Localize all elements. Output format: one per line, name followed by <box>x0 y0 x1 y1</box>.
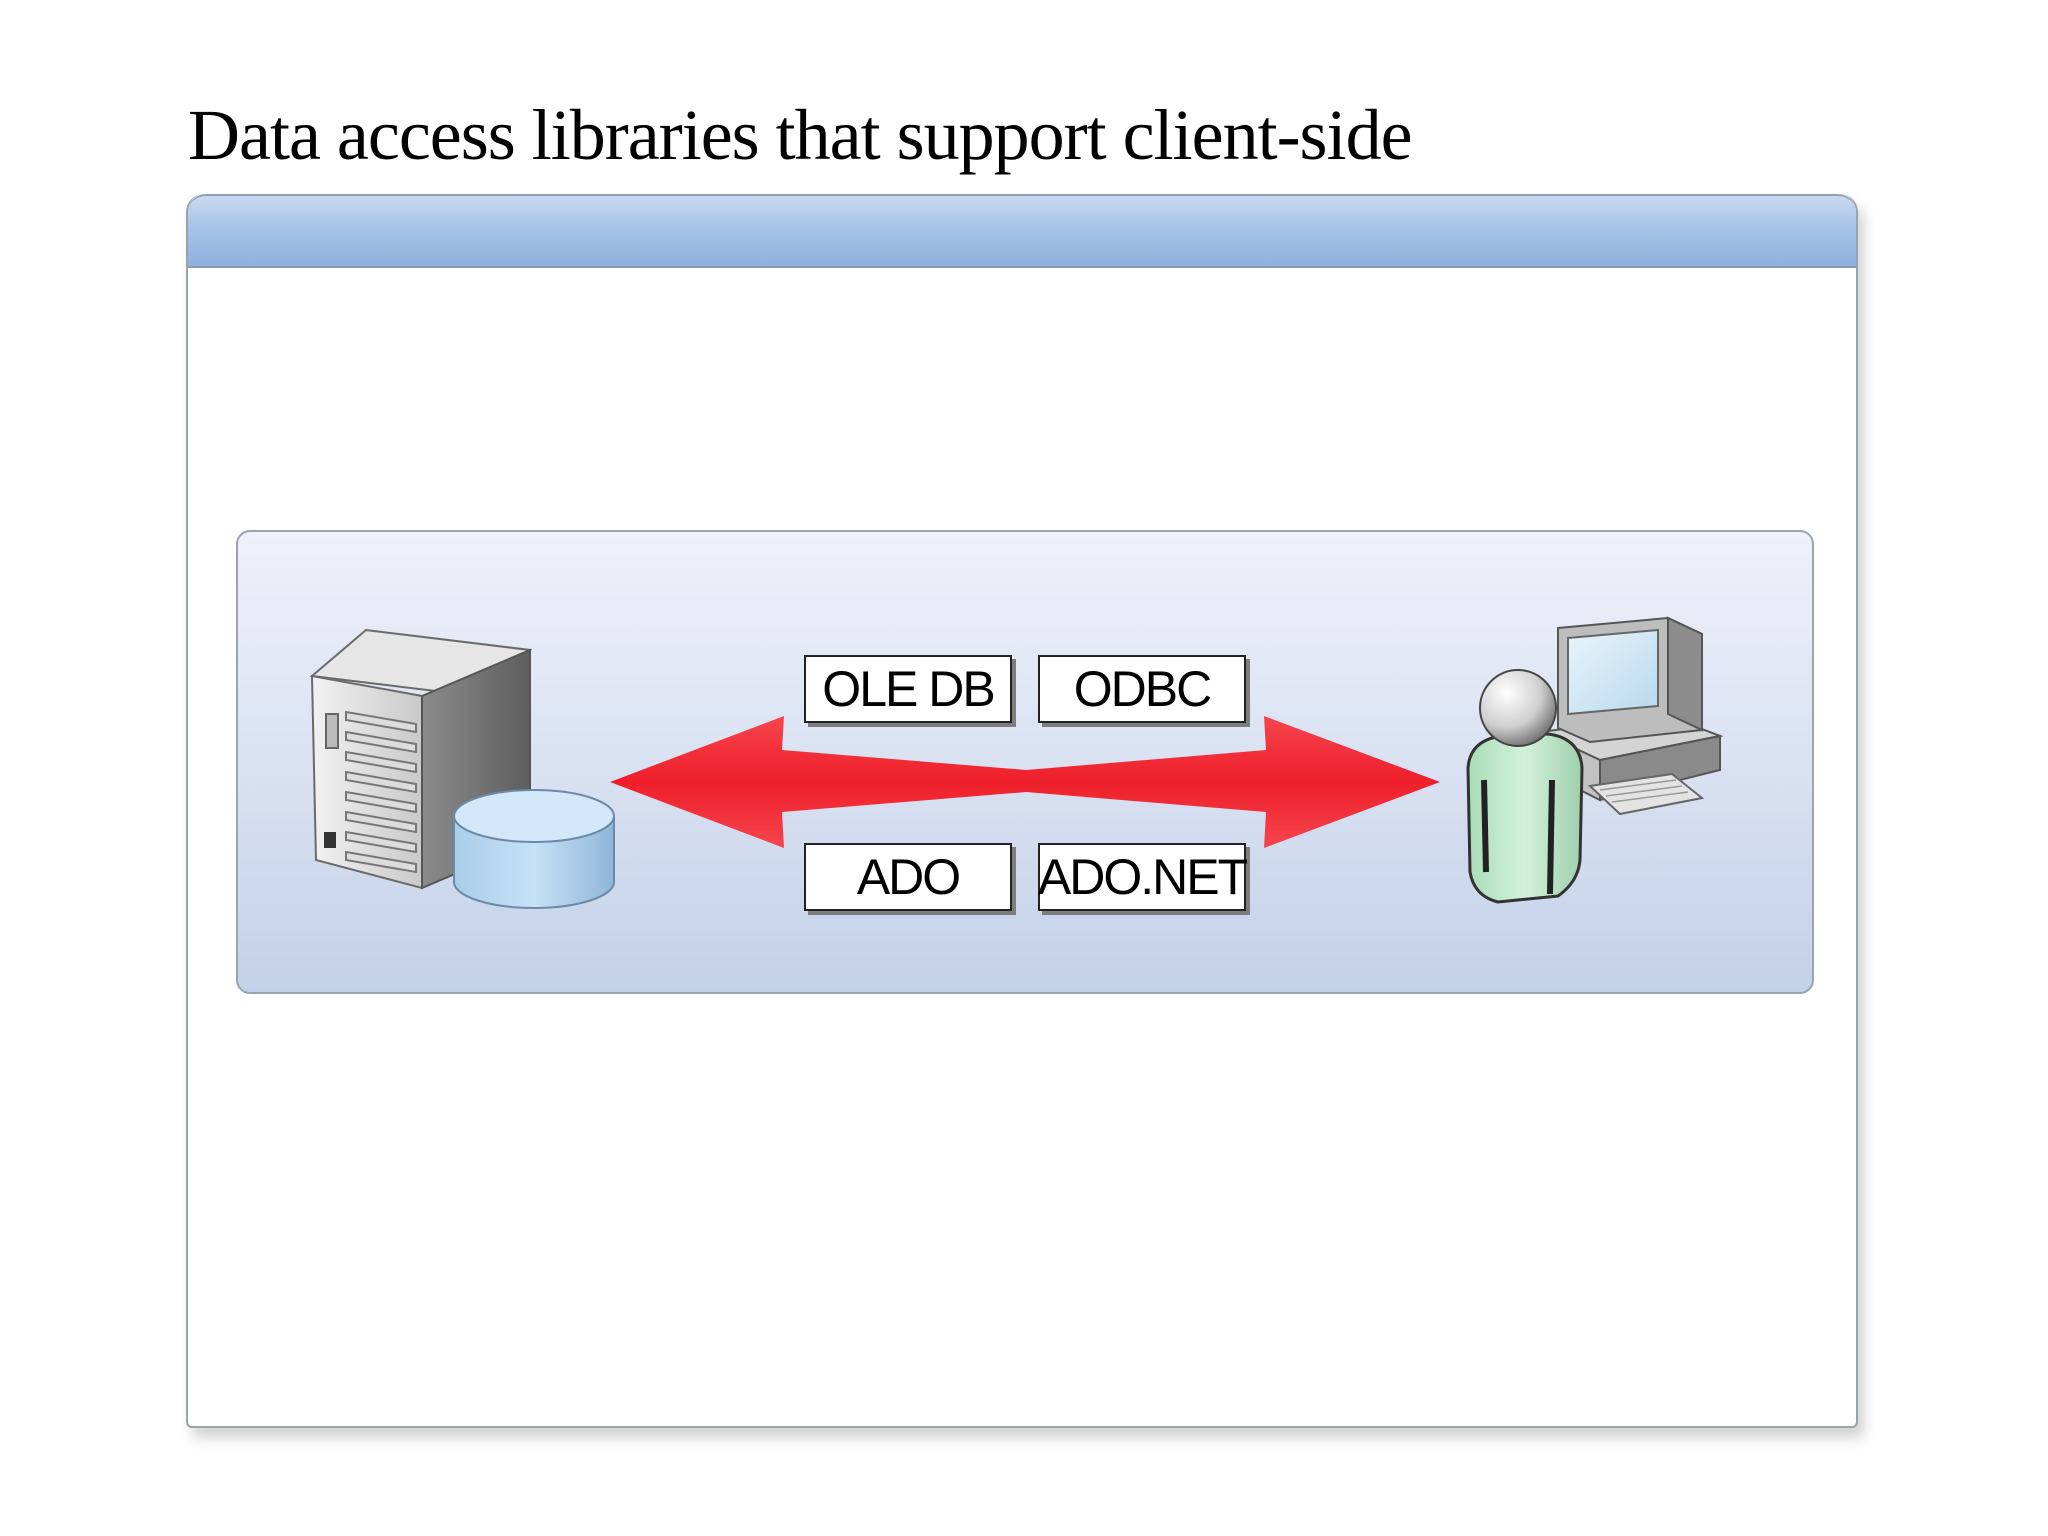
user-workstation-icon <box>1466 616 1724 904</box>
double-arrow-icon <box>610 716 1440 848</box>
label-ado: ADO <box>804 843 1012 911</box>
label-odbc: ODBC <box>1038 655 1246 723</box>
label-ole-db: OLE DB <box>804 655 1012 723</box>
server-database-icon <box>309 628 615 909</box>
slide-title: Data access libraries that support clien… <box>188 95 1413 175</box>
panel-header-bar <box>188 194 1856 268</box>
label-ado-net: ADO.NET <box>1038 843 1248 911</box>
